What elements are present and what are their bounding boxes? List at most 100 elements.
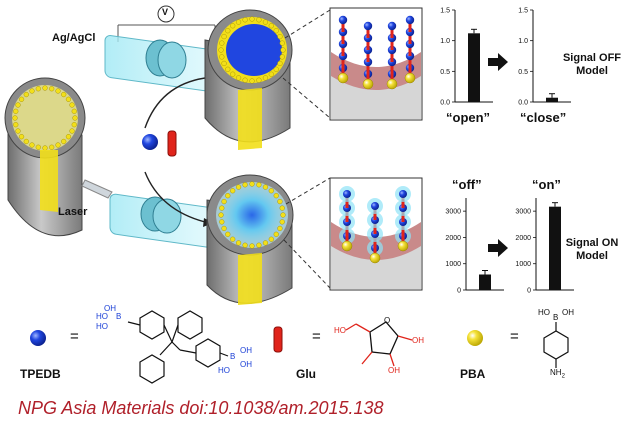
y-tick-label: 0.5: [440, 69, 450, 76]
tpedb-key-sphere: [30, 330, 46, 346]
y-tick-label: 1000: [445, 261, 461, 268]
tpedb-legend-sphere: [142, 134, 158, 150]
signal-off-line1: Signal OFF: [562, 52, 622, 64]
tpedb-sphere: [371, 202, 379, 210]
pba-particle: [219, 205, 225, 211]
glu-name: Glu: [296, 367, 316, 381]
tpedb-sphere: [338, 15, 348, 25]
y-tick-label: 1.5: [518, 8, 528, 15]
pba-particle: [42, 85, 48, 91]
pba-particle: [35, 86, 41, 92]
tpedb-b-bottom: B: [230, 352, 236, 361]
pba-particle: [262, 75, 269, 81]
tpedb-ho-mid: HO: [96, 322, 108, 331]
pba-particle: [277, 60, 283, 67]
pba-particle: [23, 91, 29, 98]
pba-particle: [273, 193, 279, 199]
pba-b: B: [553, 313, 559, 322]
pba-particle: [277, 225, 283, 232]
pba-particle: [242, 242, 248, 248]
tpedb-oh-right: OH: [240, 346, 252, 355]
pba-particle: [65, 96, 72, 102]
nanochannel-bottom: [206, 174, 294, 305]
pba-particle: [15, 128, 21, 134]
tpedb-sphere: [387, 21, 397, 31]
pba-particle: [13, 122, 19, 128]
open-label: “open”: [446, 110, 491, 125]
bar-close: [546, 97, 558, 102]
pba-particle: [273, 66, 279, 72]
pba-particle: [256, 17, 262, 23]
pba-particle: [242, 77, 248, 83]
pba-anchor: [404, 72, 416, 84]
y-tick-label: 0.0: [518, 100, 528, 107]
pba-particle: [219, 219, 225, 225]
pba-nh2-sub: 2: [561, 373, 565, 380]
zoom-lines: [282, 9, 331, 289]
pba-particle: [230, 71, 236, 77]
y-tick-label: 1000: [515, 261, 531, 268]
pba-name: PBA: [460, 367, 486, 381]
on-label: “on”: [532, 177, 561, 192]
pba-particle: [221, 33, 227, 40]
pba-particle: [49, 144, 55, 150]
pba-anchor: [341, 240, 353, 252]
pba-particle: [69, 102, 75, 108]
tpedb-ho-top: HO: [96, 312, 108, 321]
pba-particle: [12, 115, 18, 121]
bar-chart-close: 0.0 0.5 1.0 1.5: [518, 8, 571, 107]
pba-particle: [230, 188, 236, 194]
pba-particle: [280, 212, 286, 218]
tpedb-sphere: [405, 15, 415, 25]
y-tick-label: 0: [527, 288, 531, 295]
pba-particle: [221, 198, 227, 205]
y-tick-label: 1.0: [518, 38, 528, 45]
pba-particle: [277, 198, 283, 205]
pba-particle: [225, 28, 231, 34]
bar-open: [468, 33, 480, 102]
pba-particle: [273, 231, 279, 237]
zoom-box-bottom: [329, 177, 423, 291]
pba-particle: [35, 144, 41, 150]
pba-particle: [71, 122, 77, 128]
pba-particle: [262, 240, 269, 246]
signal-on-line2: Model: [576, 250, 608, 262]
pba-structure: [543, 322, 569, 368]
pba-anchor: [397, 240, 409, 252]
pba-particle: [225, 66, 231, 72]
bar-chart-open: 0.00.51.01.5: [440, 8, 493, 107]
pba-particle: [256, 77, 262, 83]
glu-oh-1: OH: [412, 336, 424, 345]
pba-particle: [18, 96, 25, 102]
pba-key-sphere: [467, 330, 483, 346]
bar-on: [549, 206, 561, 290]
pba-anchor: [362, 78, 374, 90]
pba-particle: [235, 184, 242, 190]
pba-particle: [15, 102, 21, 108]
signal-on-line1: Signal ON: [565, 237, 619, 249]
pba-anchor: [369, 252, 381, 264]
y-tick-label: 2000: [445, 235, 461, 242]
y-tick-label: 1.5: [440, 8, 450, 15]
pba-particle: [29, 142, 35, 148]
pba-particle: [235, 240, 242, 246]
zoom-box-top: [329, 7, 423, 121]
y-tick-label: 0: [457, 288, 461, 295]
pba-anchor: [386, 78, 398, 90]
electrochemical-cell: [104, 5, 226, 94]
pba-particle: [242, 17, 248, 23]
pba-particle: [268, 23, 274, 29]
pba-particle: [55, 88, 61, 94]
y-tick-label: 0.5: [518, 69, 528, 76]
pba-particle: [71, 108, 77, 114]
glu-key-rod: [273, 326, 283, 353]
pba-particle: [219, 54, 225, 60]
pba-anchor: [337, 72, 349, 84]
pba-particle: [219, 40, 225, 46]
y-tick-label: 1.0: [440, 38, 450, 45]
off-label: “off”: [452, 177, 482, 192]
tpedb-sphere: [343, 190, 351, 198]
glu-legend-rod: [167, 130, 177, 157]
